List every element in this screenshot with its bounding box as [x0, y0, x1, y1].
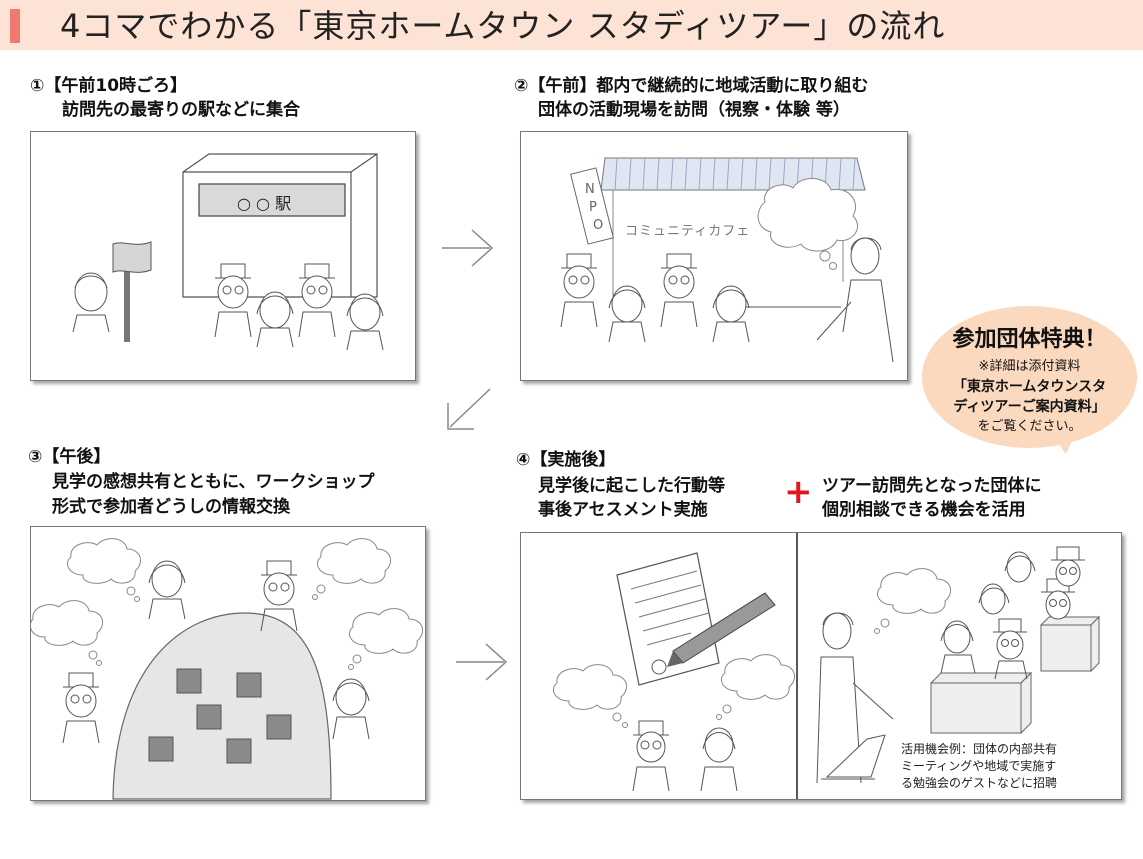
plus-sign: + [784, 472, 813, 512]
panel-site-visit: N P O コミュニティカフェ [520, 131, 908, 381]
npo-sign-letter-o: O [593, 218, 604, 233]
panel-station-gathering: ○ ○ 駅 [30, 131, 416, 381]
title-accent-bar [10, 9, 20, 43]
site-visit-illustration [560, 157, 894, 363]
step4-heading: ④【実施後】 [516, 450, 616, 470]
cafe-sign: コミュニティカフェ [625, 224, 751, 239]
benefit-line3: ディツアーご案内資料」 [953, 399, 1106, 415]
step1-subheading: 訪問先の最寄りの駅などに集合 [62, 100, 300, 120]
benefit-bubble [922, 306, 1137, 448]
step3-heading: ③【午後】 [28, 447, 111, 467]
benefit-line1: ※詳細は添付資料 [978, 359, 1081, 374]
station-illustration [72, 153, 384, 351]
title-bar [0, 0, 1143, 50]
step4-left-line2: 事後アセスメント実施 [538, 500, 708, 520]
benefit-line4: をご覧ください。 [977, 419, 1082, 434]
arrow-down-left [447, 388, 491, 430]
arrow-right-2 [456, 643, 508, 681]
page-title: 4コマでわかる「東京ホームタウン スタディツアー」の流れ [60, 7, 946, 45]
step4-right-line2: 個別相談できる機会を活用 [822, 500, 1026, 520]
station-sign: ○ ○ 駅 [237, 194, 292, 213]
benefit-title: 参加団体特典！ [952, 327, 1107, 352]
panel-workshop [30, 526, 426, 801]
step3-line2: 見学の感想共有とともに、ワークショップ [52, 472, 375, 492]
step4-right-line1: ツアー訪問先となった団体に [822, 476, 1042, 496]
step2-subheading: 団体の活動現場を訪問（視察・体験 等） [538, 100, 850, 120]
workshop-illustration [31, 538, 424, 800]
usage-example-line1: 活用機会例：団体の内部共有 [901, 742, 1058, 756]
usage-example-line3: る勉強会のゲストなどに招聘 [901, 776, 1058, 790]
step4-left-line1: 見学後に起こした行動等 [538, 476, 725, 496]
usage-example-line2: ミーティングや地域で実施す [901, 759, 1057, 773]
npo-sign-letter-n: N [585, 182, 595, 197]
step3-line3: 形式で参加者どうしの情報交換 [52, 497, 290, 517]
panel-follow-up: 活用機会例：団体の内部共有 ミーティングや地域で実施す る勉強会のゲストなどに招… [520, 532, 1122, 800]
benefit-line2: 「東京ホームタウンスタ [952, 379, 1107, 395]
follow-up-illustration [553, 533, 1101, 799]
benefit-bubble-tail [1050, 432, 1076, 454]
arrow-right-1 [442, 229, 494, 267]
step1-heading: ①【午前10時ごろ】 [30, 76, 188, 96]
npo-sign-letter-p: P [589, 200, 597, 215]
step2-heading: ②【午前】都内で継続的に地域活動に取り組む [514, 76, 869, 96]
